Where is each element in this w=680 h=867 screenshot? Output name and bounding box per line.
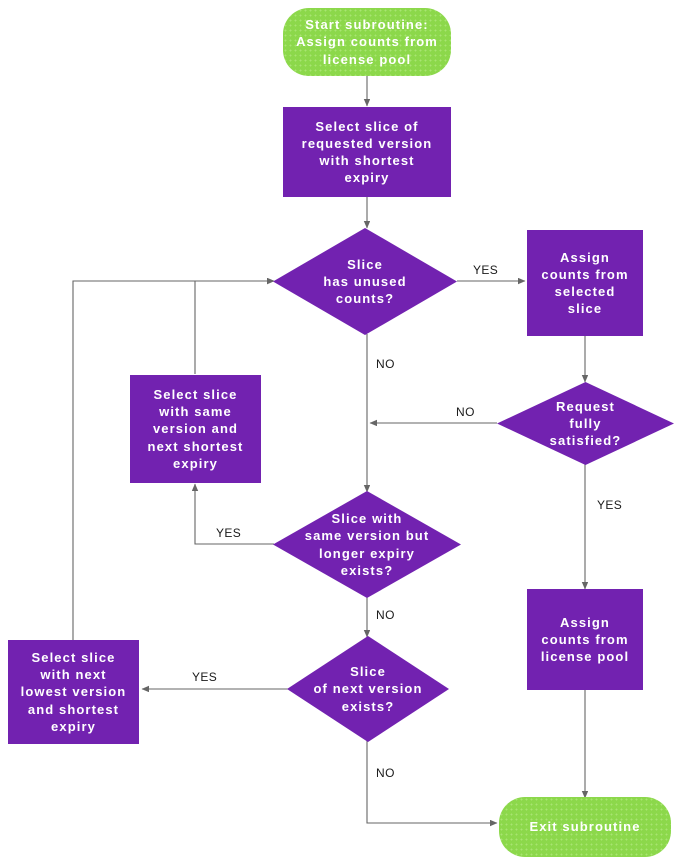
node-select-slice-shortest-expiry[interactable]: Select slice of requested version with s… [283,107,451,197]
edge-label-longer-expiry-no: NO [376,608,395,622]
node-start-label: Start subroutine: Assign counts from lic… [296,17,438,67]
edge-label-request-satisfied-no: NO [456,405,475,419]
node-request-fully-satisfied[interactable]: Request fully satisfied? [497,382,674,465]
node-slice-longer-expiry-exists[interactable]: Slice with same version but longer expir… [273,491,461,598]
node-assign-counts-selected-slice-label: Assign counts from selected slice [541,249,629,317]
node-slice-next-version-exists-label: Slice of next version exists? [313,664,423,714]
node-slice-has-unused-counts[interactable]: Slice has unused counts? [273,228,457,335]
node-assign-counts-license-pool-label: Assign counts from license pool [540,614,630,665]
node-request-fully-satisfied-label: Request fully satisfied? [549,398,622,449]
node-select-slice-next-shortest-expiry-label: Select slice with same version and next … [147,387,244,471]
edge-label-request-satisfied-yes: YES [597,498,623,512]
node-select-slice-shortest-expiry-label: Select slice of requested version with s… [301,118,433,186]
edge-label-longer-expiry-yes: YES [216,526,242,540]
node-slice-longer-expiry-exists-label: Slice with same version but longer expir… [304,511,430,578]
node-start[interactable]: Start subroutine: Assign counts from lic… [283,8,451,76]
node-slice-next-version-exists[interactable]: Slice of next version exists? [287,636,449,742]
edge-next-version-no [366,741,498,827]
node-exit[interactable]: Exit subroutine [499,797,671,857]
node-select-slice-next-shortest-expiry[interactable]: Select slice with same version and next … [130,375,261,483]
edge-label-has-unused-no: NO [376,357,395,371]
node-assign-counts-selected-slice[interactable]: Assign counts from selected slice [527,230,643,336]
node-select-slice-next-lowest-version[interactable]: Select slice with next lowest version an… [8,640,139,744]
edge-select-next-shortest-to-has-unused [194,277,275,374]
node-select-slice-next-lowest-version-label: Select slice with next lowest version an… [20,650,127,734]
edge-label-next-version-yes: YES [192,670,218,684]
node-assign-counts-license-pool[interactable]: Assign counts from license pool [527,589,643,690]
node-slice-has-unused-counts-label: Slice has unused counts? [323,256,407,307]
edge-label-has-unused-yes: YES [473,263,499,277]
edge-label-next-version-no: NO [376,766,395,780]
node-exit-label: Exit subroutine [529,819,641,835]
